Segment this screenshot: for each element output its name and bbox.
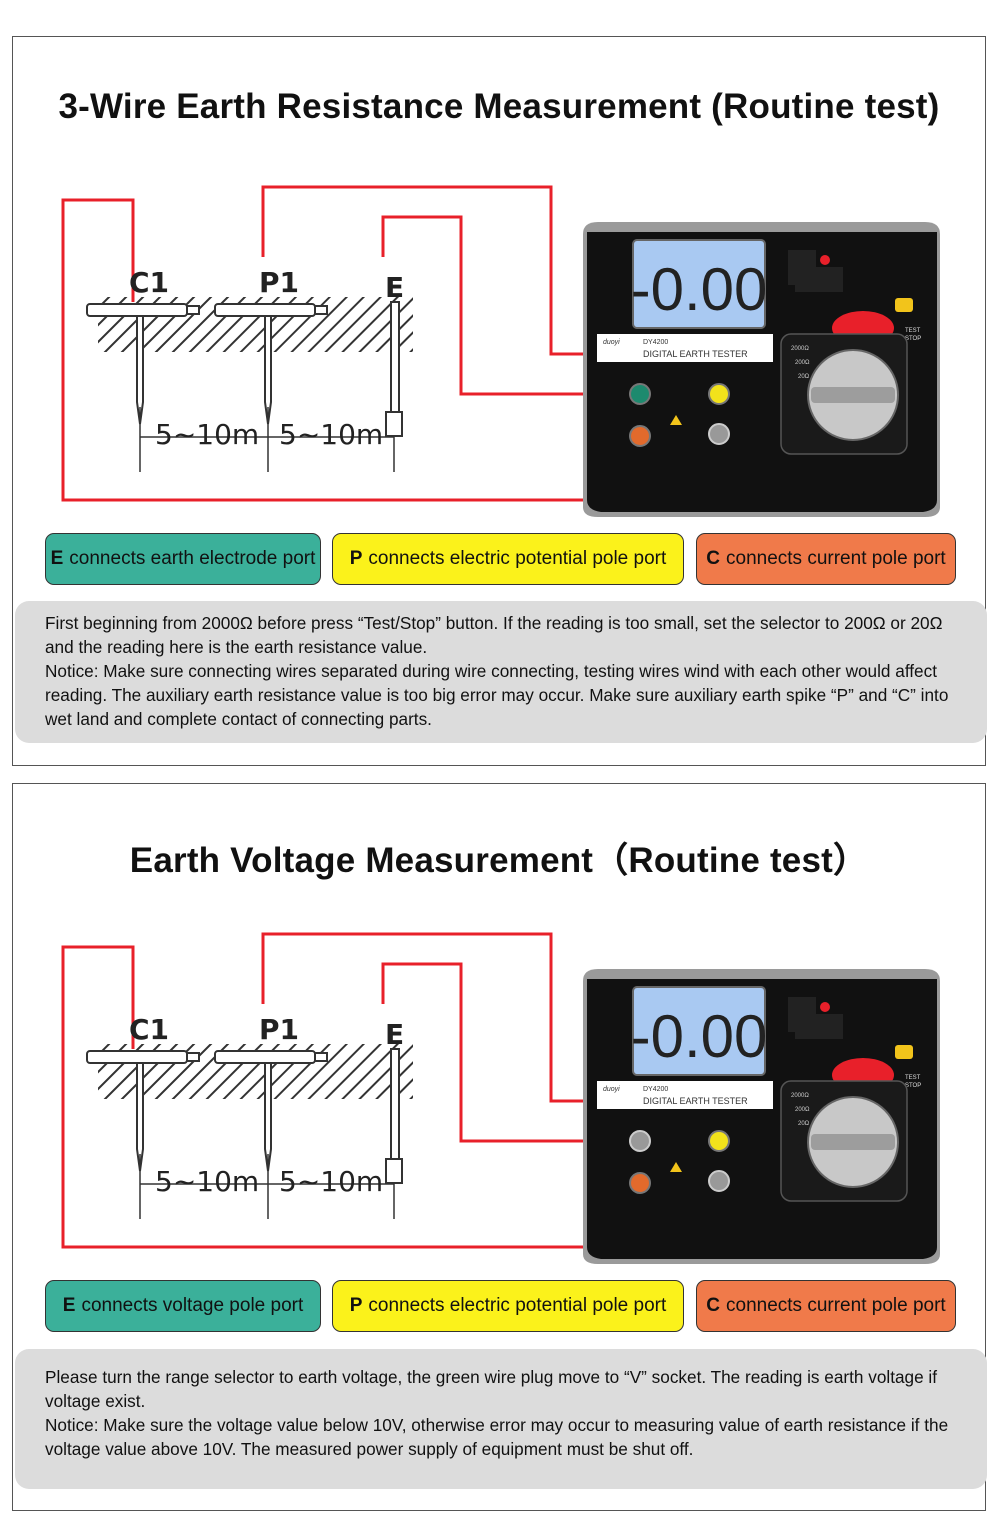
lcd-reading: -0.00 [631, 1003, 768, 1070]
section-earth-voltage: Earth Voltage Measurement（Routine test） [12, 783, 987, 1511]
stake-label-c1: C1 [129, 1013, 169, 1046]
stake-label-p1: P1 [259, 266, 299, 299]
tester-label-strip [597, 1081, 773, 1109]
svg-text:DY4200: DY4200 [643, 1086, 668, 1093]
stake-e [385, 301, 403, 437]
port-c [629, 425, 651, 447]
section-earth-resistance: 3-Wire Earth Resistance Measurement (Rou… [12, 36, 987, 766]
distance-label: 5~10m [155, 418, 259, 451]
earth-tester-device: -0.00 TEST STOP duoyi DY4200 DIGITAL EAR… [583, 969, 940, 1264]
section-title: Earth Voltage Measurement（Routine test） [129, 841, 869, 880]
instruction-note: Please turn the range selector to earth … [15, 1349, 987, 1489]
svg-text:DIGITAL EARTH TESTER: DIGITAL EARTH TESTER [643, 349, 748, 359]
wiring-diagram: C1 P1 E 5~10m 5~10m -0.00 TEST STOP duoy… [61, 932, 940, 1264]
svg-text:TEST: TEST [905, 1075, 921, 1081]
svg-text:TEST: TEST [905, 328, 921, 334]
instruction-note: First beginning from 2000Ω before press … [15, 601, 987, 743]
stake-label-p1: P1 [259, 1013, 299, 1046]
port-v [708, 423, 730, 445]
lcd-screen [632, 986, 766, 1076]
svg-text:20Ω: 20Ω [798, 374, 810, 380]
distance-label: 5~10m [155, 1165, 259, 1198]
port-p [708, 383, 730, 405]
svg-text:2000Ω: 2000Ω [791, 1093, 809, 1099]
stake-c1 [86, 1050, 200, 1172]
svg-text:duoyi: duoyi [603, 339, 620, 346]
svg-text:DIGITAL EARTH TESTER: DIGITAL EARTH TESTER [643, 1096, 748, 1106]
svg-text:DY4200: DY4200 [643, 339, 668, 346]
port-p [708, 1130, 730, 1152]
svg-text:200Ω: 200Ω [795, 1107, 810, 1113]
port-e [629, 383, 651, 405]
stake-label-c1: C1 [129, 266, 169, 299]
svg-text:2000Ω: 2000Ω [791, 346, 809, 352]
svg-text:200Ω: 200Ω [795, 360, 810, 366]
svg-text:STOP: STOP [905, 336, 921, 342]
lcd-reading: -0.00 [631, 256, 768, 323]
stake-p1 [214, 303, 328, 425]
distance-label: 5~10m [279, 1165, 383, 1198]
stake-p1 [214, 1050, 328, 1172]
warning-icon [670, 415, 682, 425]
port-c [629, 1172, 651, 1194]
port-v [708, 1170, 730, 1192]
stake-c1 [86, 303, 200, 425]
distance-label: 5~10m [279, 418, 383, 451]
stake-label-e: E [385, 271, 404, 304]
section-title: 3-Wire Earth Resistance Measurement (Rou… [58, 87, 940, 126]
stake-label-e: E [385, 1018, 404, 1051]
svg-text:20Ω: 20Ω [798, 1121, 810, 1127]
tester-label-strip [597, 334, 773, 362]
svg-text:duoyi: duoyi [603, 1086, 620, 1093]
wire-e [381, 215, 583, 396]
port-e [629, 1130, 651, 1152]
wire-e [381, 962, 583, 1143]
warning-icon [670, 1162, 682, 1172]
wiring-diagram: C1 P1 E 5~10m 5~10m -0.00 TEST STOP duoy… [61, 185, 940, 517]
earth-tester-device: -0.00 TEST STOP duoyi DY4200 DIGITAL EAR… [583, 222, 940, 517]
svg-text:STOP: STOP [905, 1083, 921, 1089]
stake-e [385, 1048, 403, 1184]
lcd-screen [632, 239, 766, 329]
